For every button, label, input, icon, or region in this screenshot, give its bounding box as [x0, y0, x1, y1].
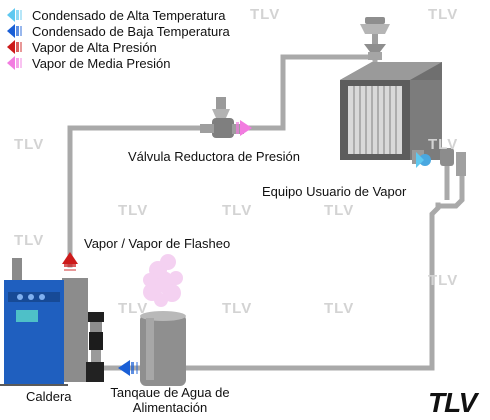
steam-user-label: Equipo Usuario de Vapor [262, 184, 407, 199]
legend-label: Condensado de Baja Temperatura [32, 23, 230, 39]
tlv-logo: TLV [428, 387, 477, 418]
legend-label: Vapor de Alta Presión [32, 39, 157, 55]
feed-tank-label: Tanqaue de Agua de Alimentación [100, 385, 240, 415]
flow-arrow-high-pressure-steam [62, 252, 78, 271]
watermark: TLV [324, 300, 355, 317]
watermark: TLV [250, 6, 281, 23]
watermark: TLV [14, 136, 45, 153]
reducing-valve-label: Válvula Reductora de Presión [128, 149, 300, 164]
arrow-icon [7, 24, 22, 38]
legend-label: Vapor de Media Presión [32, 55, 171, 71]
legend-item-high-pressure-steam: Vapor de Alta Presión [6, 39, 157, 55]
legend-item-medium-pressure-steam: Vapor de Media Presión [6, 55, 171, 71]
condensate-return-pipe [175, 202, 441, 371]
legend-item-high-temp-condensate: Condensado de Alta Temperatura [6, 7, 225, 23]
medium-pressure-steam-pipe [247, 54, 378, 131]
flash-steam-cloud [143, 254, 183, 307]
control-valve [360, 17, 390, 60]
high-pressure-steam-pipe [67, 125, 213, 268]
feed-tank-label-line2: Alimentación [132, 400, 208, 415]
feed-tank-label-line1: Tanqaue de Agua de [110, 385, 230, 400]
legend-label: Condensado de Alta Temperatura [32, 7, 226, 23]
watermark: TLV [118, 202, 149, 219]
flash-steam-label: Vapor / Vapor de Flasheo [84, 236, 231, 251]
watermark: TLV [14, 232, 45, 249]
arrow-icon [7, 40, 22, 54]
boiler [0, 258, 88, 386]
watermark: TLV [118, 300, 149, 317]
feed-water-tank [140, 311, 186, 386]
watermark: TLV [428, 6, 459, 23]
steam-user-equipment [340, 62, 442, 160]
boiler-label: Caldera [26, 389, 72, 404]
watermark: TLV [222, 202, 253, 219]
watermark: TLV [428, 272, 459, 289]
watermark: TLV [222, 300, 253, 317]
arrow-icon [7, 56, 22, 70]
watermark: TLV [428, 136, 459, 153]
arrow-icon [7, 8, 22, 22]
legend-item-low-temp-condensate: Condensado de Baja Temperatura [6, 23, 230, 39]
flow-arrow-medium-pressure-steam [236, 120, 252, 136]
watermark: TLV [324, 202, 355, 219]
flow-arrow-high-temp-condensate [416, 152, 424, 168]
feed-pump [86, 312, 104, 382]
flow-arrow-low-temp-condensate [118, 360, 138, 376]
